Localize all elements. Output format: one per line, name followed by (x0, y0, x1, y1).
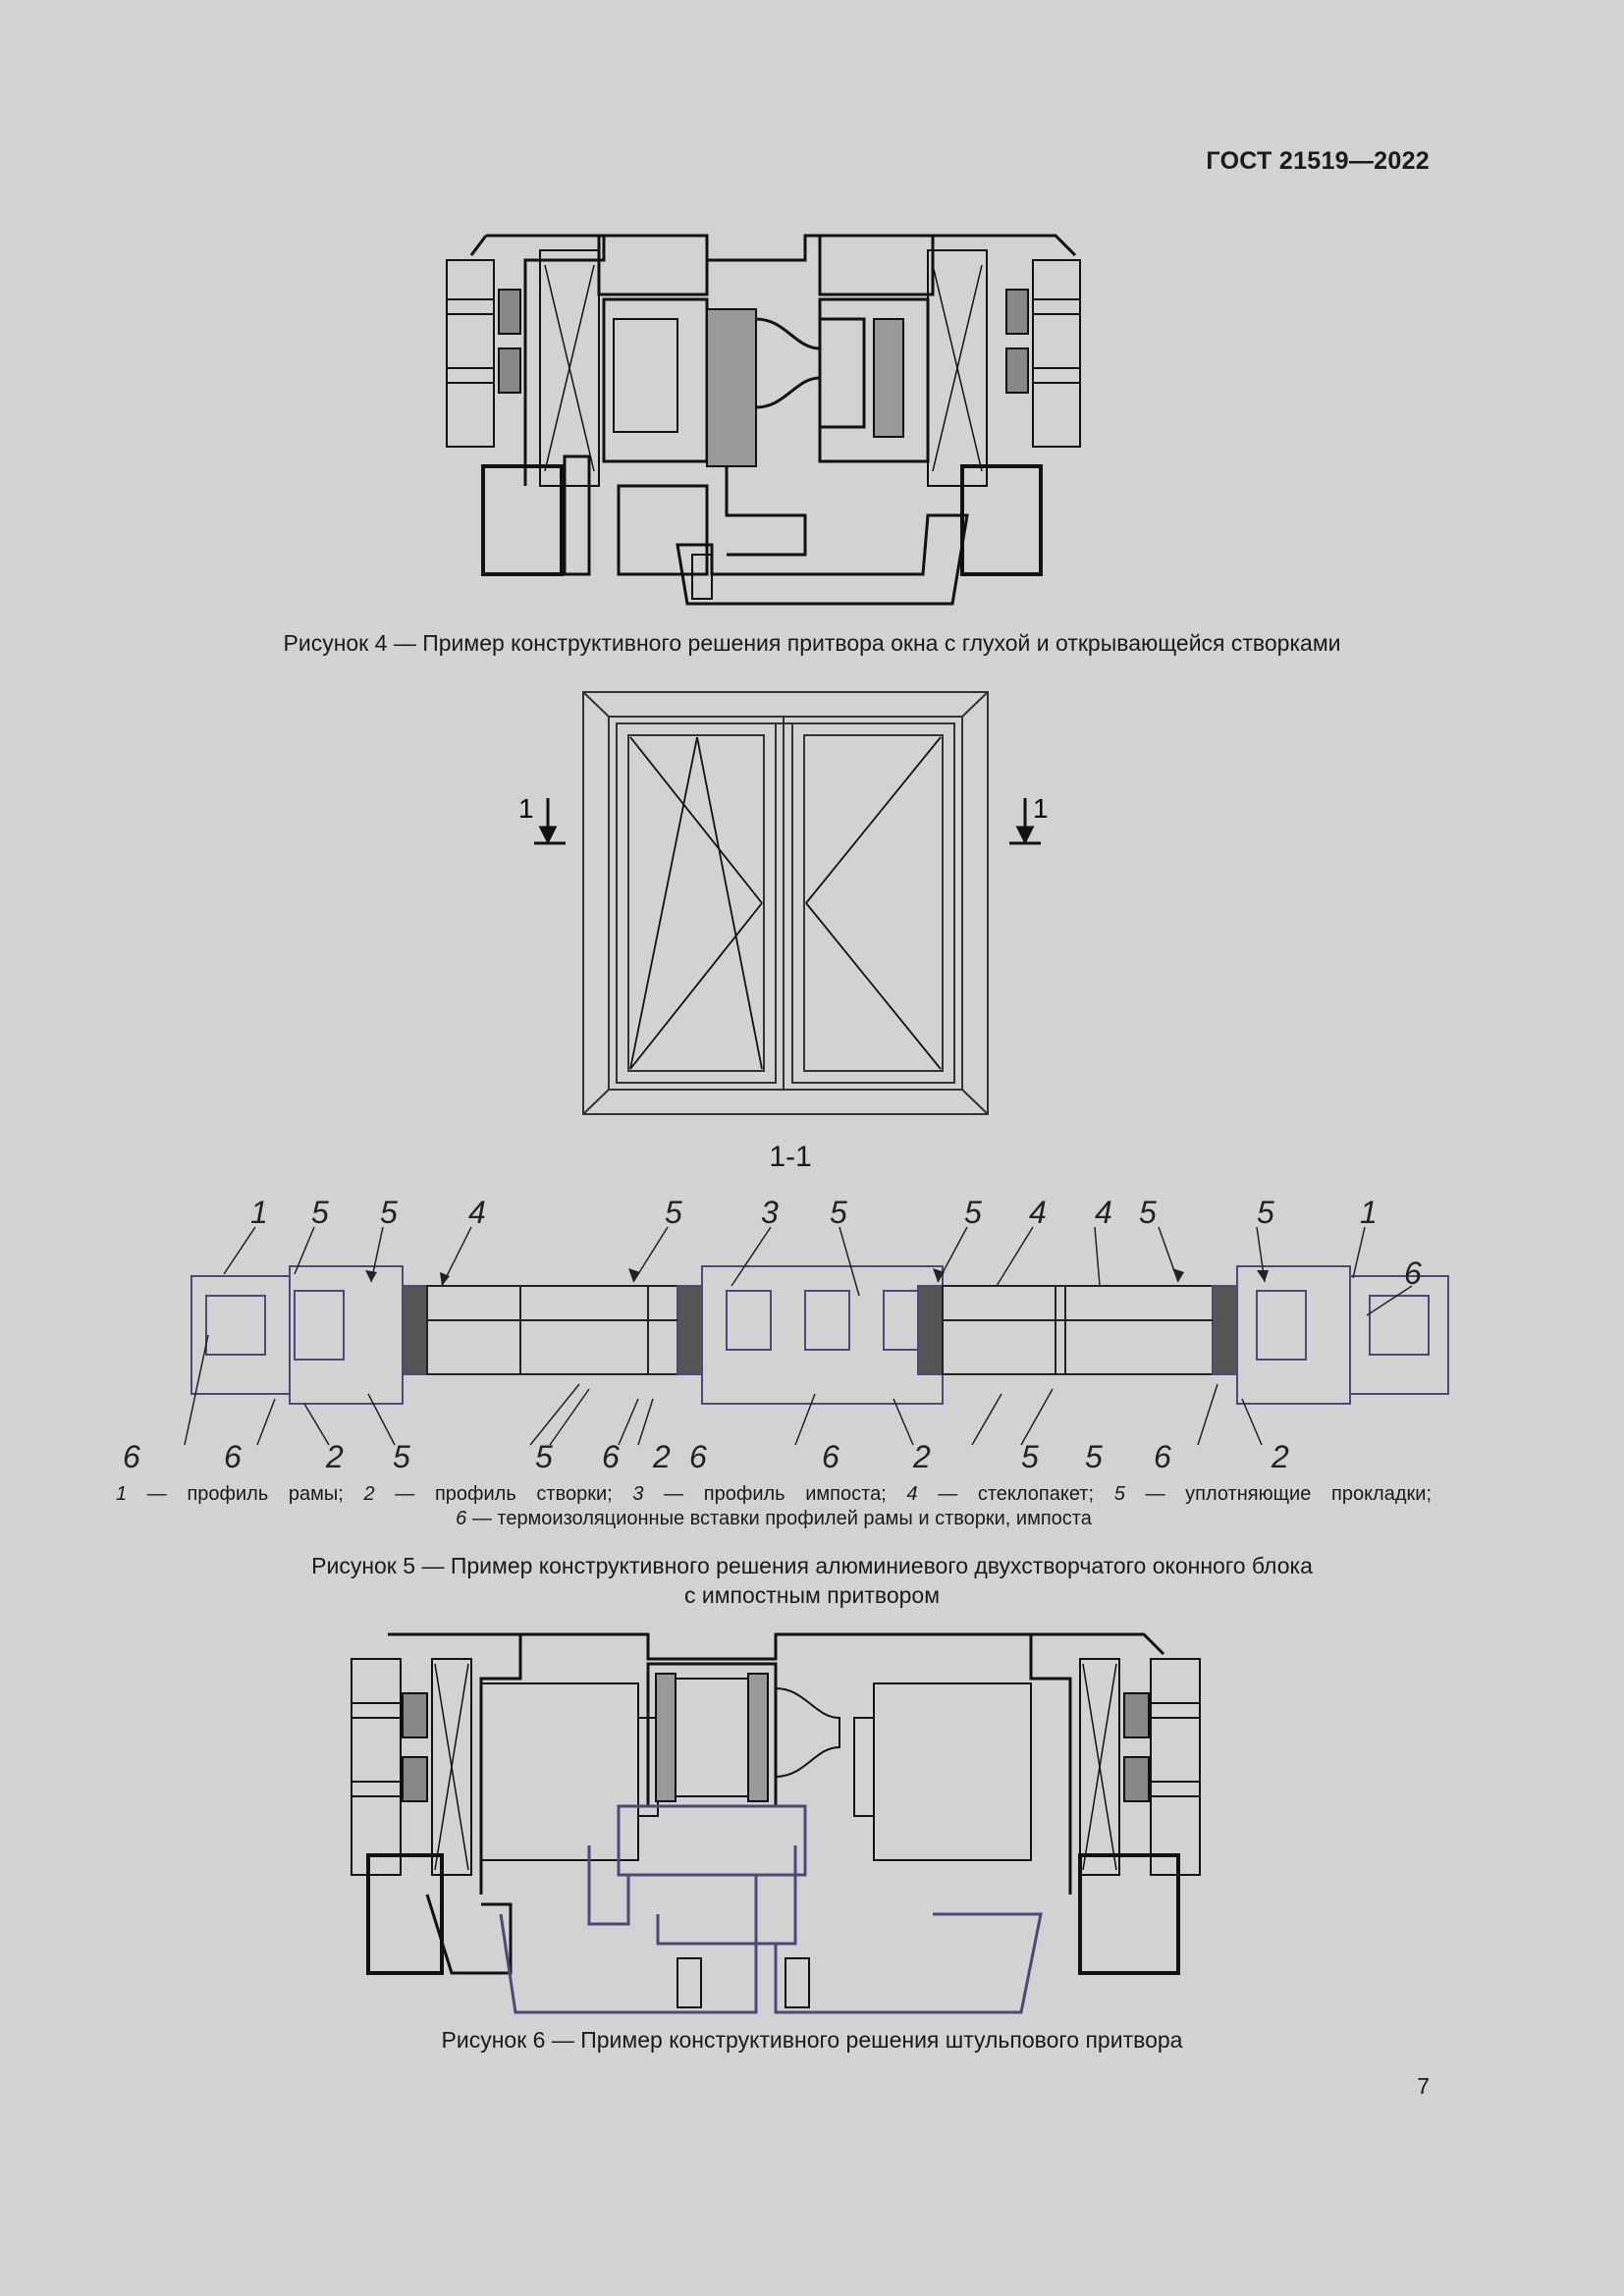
legend-key: 4 (906, 1483, 918, 1505)
legend-text: — стеклопакет; (917, 1483, 1114, 1505)
callout-bottom: 5 (1021, 1439, 1039, 1472)
callout-top: 1 (1360, 1195, 1378, 1230)
legend-key: 2 (363, 1483, 375, 1505)
callout-bottom: 6 (689, 1439, 707, 1472)
callout-top: 5 (1257, 1195, 1274, 1230)
callout-top: 4 (1029, 1195, 1047, 1230)
callout-top: 5 (964, 1195, 982, 1230)
callout-bottom: 6 (822, 1439, 839, 1472)
callout-bottom: 2 (325, 1439, 344, 1472)
callout-bottom: 6 (224, 1439, 242, 1472)
figure-6-caption: Рисунок 6 — Пример конструктивного решен… (441, 2027, 1183, 2053)
legend-key: 1 (116, 1483, 128, 1505)
callout-bottom: 5 (535, 1439, 553, 1472)
callout-bottom: 6 (602, 1439, 620, 1472)
callout-top: 3 (761, 1195, 779, 1230)
callout-top: 6 (1404, 1255, 1422, 1291)
figure-4-caption: Рисунок 4 — Пример конструктивного решен… (283, 630, 1341, 656)
legend-text: — профиль импоста; (643, 1483, 907, 1505)
legend-text: — уплотняющие прокладки; (1124, 1483, 1433, 1505)
callout-bottom: 2 (912, 1439, 931, 1472)
page-number: 7 (1417, 2073, 1430, 2099)
callout-top: 5 (830, 1195, 847, 1230)
legend-line-1: 1 — профиль рамы; 2 — профиль створки; 3… (116, 1482, 1432, 1507)
callout-bottom: 2 (1271, 1439, 1289, 1472)
section-mark-right: 1 (1033, 793, 1049, 824)
figure-4-drawing (446, 234, 1081, 606)
callout-bottom: 6 (1154, 1439, 1171, 1472)
section-mark-left: 1 (518, 793, 534, 824)
legend-text: — профиль рамы; (127, 1483, 364, 1505)
legend-line-2: 6 — термоизоляционные вставки профилей р… (116, 1507, 1432, 1531)
legend-text: — термоизоляционные вставки профилей рам… (466, 1508, 1092, 1529)
legend-key: 6 (456, 1508, 467, 1529)
callout-bottom: 5 (1085, 1439, 1103, 1472)
legend-key: 5 (1113, 1483, 1125, 1505)
callout-bottom: 6 (123, 1439, 140, 1472)
figure-5-legend: 1 — профиль рамы; 2 — профиль створки; 3… (116, 1482, 1432, 1531)
callout-top: 5 (380, 1195, 398, 1230)
figure-5-caption-line-2: с импостным притвором (683, 1582, 941, 1608)
document-code: ГОСТ 21519—2022 (1206, 147, 1430, 175)
callout-bottom: 2 (652, 1439, 671, 1472)
callout-top: 5 (1139, 1195, 1157, 1230)
callout-top: 4 (1095, 1195, 1112, 1230)
section-label: 1-1 (769, 1141, 812, 1173)
figure-5-caption-line-1: Рисунок 5 — Пример конструктивного решен… (311, 1553, 1313, 1578)
callout-top: 4 (468, 1195, 486, 1230)
callout-top: 5 (311, 1195, 329, 1230)
callout-top: 1 (250, 1195, 268, 1230)
callout-bottom: 5 (393, 1439, 410, 1472)
legend-key: 3 (632, 1483, 644, 1505)
figure-5-section: 1 5 5 4 5 3 5 5 4 4 5 5 1 6 6 6 2 5 5 6 … (123, 1195, 1449, 1472)
legend-text: — профиль створки; (374, 1483, 633, 1505)
figure-6-drawing (351, 1632, 1201, 2014)
figure-5-elevation: 1 1 (518, 691, 1049, 1115)
callout-top: 5 (665, 1195, 682, 1230)
